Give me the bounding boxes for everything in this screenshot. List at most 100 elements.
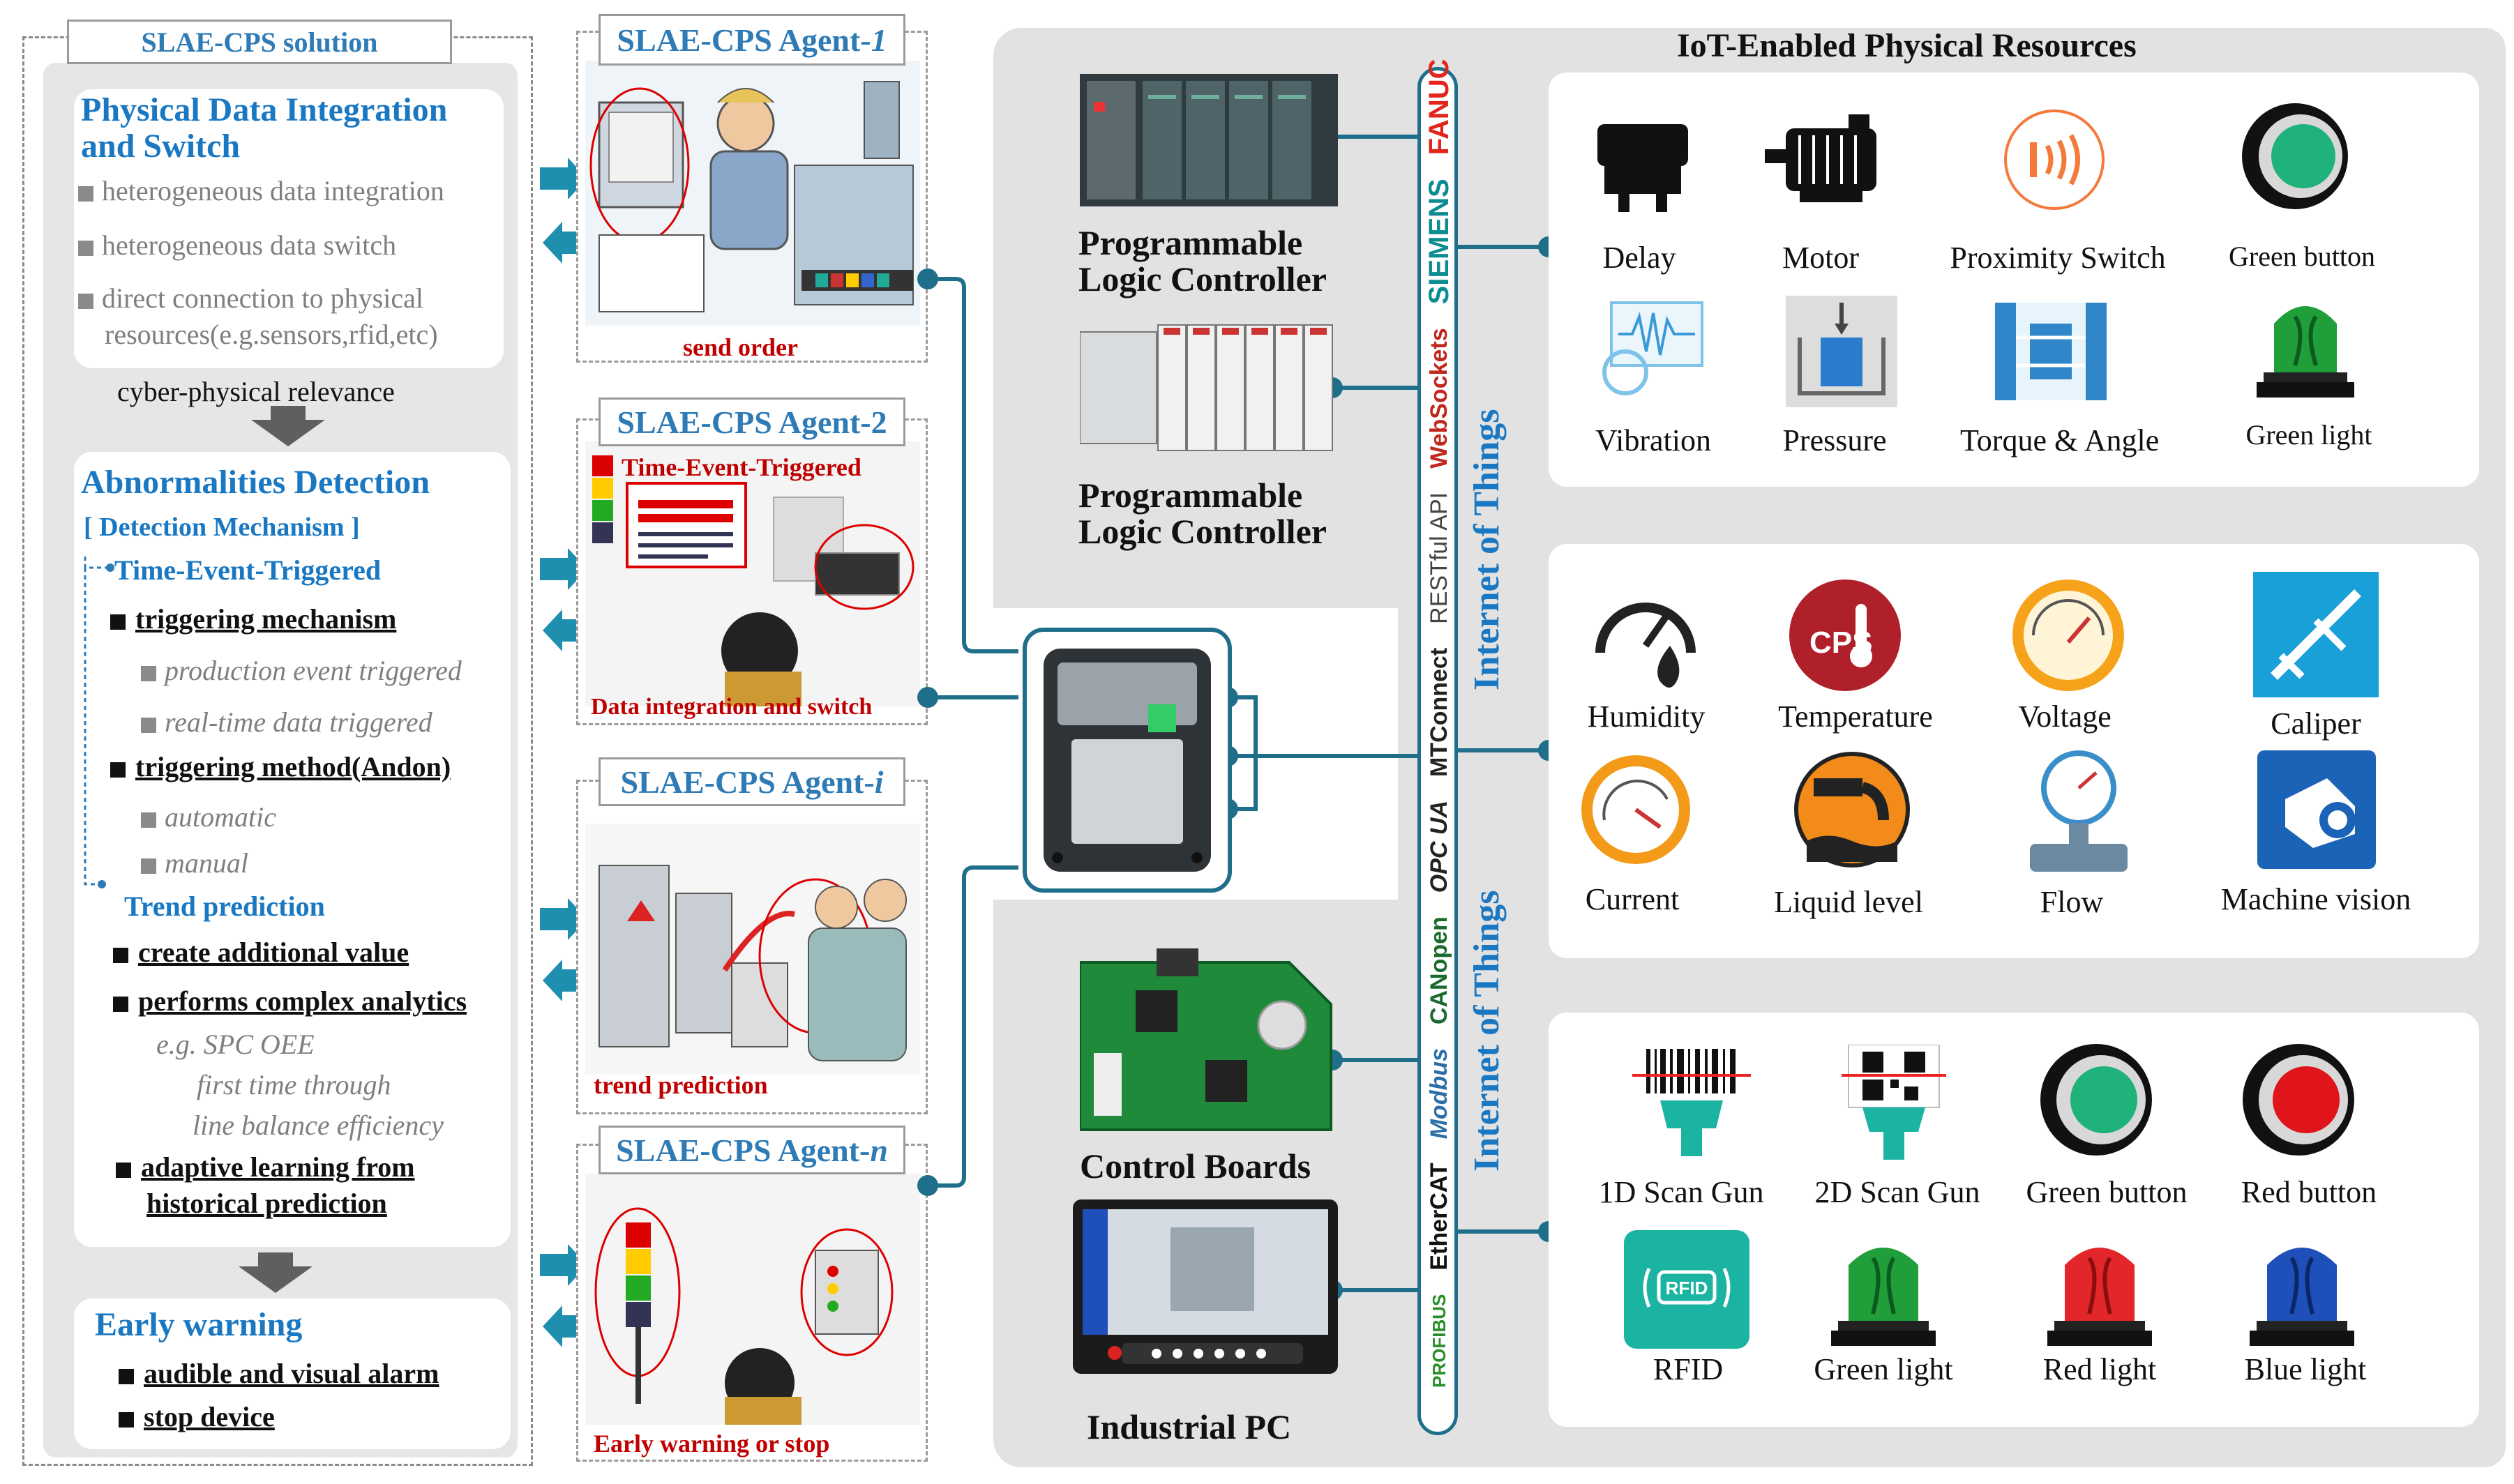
andon-illustration — [585, 441, 920, 706]
current-icon — [1581, 755, 1690, 864]
agent-2-caption: Data integration and switch — [591, 694, 873, 720]
motor-label: Motor — [1782, 241, 1859, 275]
voltage-icon — [2012, 580, 2124, 691]
blue-light-icon — [2250, 1248, 2354, 1346]
trend-label: Trend prediction — [124, 891, 325, 922]
green-light-icon — [1831, 1248, 1936, 1346]
down-arrow-icon — [239, 1252, 313, 1293]
protocol-list: PROFIBUS EtherCAT Modbus CANopen OPC UA … — [1423, 59, 1455, 1388]
caliper-label: Caliper — [2271, 706, 2361, 741]
eg-line-2: first time through — [197, 1069, 391, 1100]
mtconnect-logo: MTConnect — [1425, 647, 1452, 777]
delay-label: Delay — [1602, 241, 1676, 275]
pdi-item-3: direct connection to physical — [78, 282, 423, 315]
agent-2-top-text: Time-Event-Triggered — [622, 453, 861, 481]
green-light-label: Green light — [1814, 1352, 1953, 1386]
trig-method-item: triggering method(Andon) — [110, 750, 451, 783]
control-board-image — [1080, 948, 1332, 1131]
agent-2-panel: Time-Event-Triggered Data integration an… — [576, 418, 928, 725]
green-light-icon — [2257, 306, 2354, 397]
eg-line-3: line balance efficiency — [193, 1110, 444, 1141]
websockets-logo: WebSockets — [1425, 328, 1452, 469]
humidity-label: Humidity — [1587, 699, 1706, 734]
red-light-label: Red light — [2042, 1352, 2157, 1386]
industrial-pc-image — [1073, 1199, 1338, 1374]
tree-connector — [84, 556, 114, 888]
resource-card-1: Delay Motor Proximity Switch Green butto… — [1549, 73, 2479, 487]
tet-label: Time-Event-Triggered — [114, 554, 382, 586]
machine-vision-label: Machine vision — [2220, 882, 2411, 916]
vibration-label: Vibration — [1595, 423, 1711, 457]
canopen-logo: CANopen — [1425, 916, 1452, 1025]
analysis-illustration — [585, 824, 920, 1075]
flow-label: Flow — [2040, 885, 2104, 919]
pdi-item-3-cont: resources(e.g.sensors,rfid,etc) — [105, 319, 438, 350]
machine-vision-icon — [2257, 750, 2376, 869]
rfid-text: RFID — [1666, 1278, 1708, 1298]
green-light-label: Green light — [2245, 419, 2372, 450]
ad-heading: Abnormalities Detection — [81, 464, 430, 501]
automatic-item: automatic — [141, 801, 276, 833]
2d-scan-gun-label: 2D Scan Gun — [1814, 1175, 1980, 1209]
liquid-level-icon — [1794, 752, 1910, 868]
agent-n-title: SLAE-CPS Agent-n — [599, 1126, 905, 1174]
gateway-board-image — [1044, 649, 1211, 872]
resource-card-2: CPS Humidity Temperature Voltage Caliper — [1549, 544, 2479, 958]
voltage-label: Voltage — [2018, 699, 2112, 734]
temperature-label: Temperature — [1778, 699, 1933, 734]
plc-1-image — [1080, 74, 1338, 206]
temperature-icon: CPS — [1789, 580, 1901, 691]
right-arrow-icon — [540, 1244, 587, 1286]
caliper-icon — [2253, 572, 2379, 697]
red-light-icon — [2047, 1248, 2152, 1346]
delay-relay-icon — [1597, 124, 1688, 212]
agent-i-panel: trend prediction — [576, 780, 928, 1114]
green-button-icon — [2242, 103, 2348, 209]
relevance-label: cyber-physical relevance — [117, 376, 395, 407]
red-button-label: Red button — [2241, 1175, 2377, 1209]
flow-meter-icon — [2030, 750, 2128, 872]
operator-illustration — [585, 61, 920, 326]
manual-item: manual — [141, 847, 248, 879]
warning-illustration — [585, 1174, 920, 1425]
adaptive-item: adaptive learning from — [116, 1151, 415, 1183]
resource-card-3: 1D Scan Gun 2D Scan Gun Green button Red… — [1549, 1013, 2479, 1427]
pressure-icon — [1786, 296, 1897, 407]
current-label: Current — [1585, 882, 1680, 916]
agent-n-panel: Early warning or stop — [576, 1144, 928, 1462]
liquid-level-label: Liquid level — [1774, 885, 1923, 919]
agent-i-caption: trend prediction — [594, 1071, 768, 1099]
pdi-heading: Physical Data Integration and Switch — [81, 91, 448, 165]
2d-scan-gun-icon — [1842, 1045, 1946, 1160]
industrial-pc-label: Industrial PC — [1087, 1407, 1292, 1446]
green-button-icon — [2040, 1044, 2152, 1156]
control-boards-label: Control Boards — [1080, 1146, 1311, 1186]
fanuc-logo: FANUC — [1423, 59, 1454, 156]
cps-mark-text: CPS — [1809, 626, 1872, 660]
agent-1-title: SLAE-CPS Agent-1 — [599, 14, 905, 66]
restful-label: RESTful API — [1425, 492, 1452, 624]
ad-card: Abnormalities Detection [ Detection Mech… — [74, 452, 511, 1247]
ew-item-2: stop device — [119, 1400, 275, 1433]
1d-scan-gun-icon — [1632, 1045, 1751, 1156]
torque-angle-label: Torque & Angle — [1960, 423, 2160, 457]
red-button-icon — [2243, 1044, 2354, 1156]
plc-2-image — [1080, 324, 1333, 451]
1d-scan-gun-label: 1D Scan Gun — [1598, 1175, 1764, 1209]
down-arrow-icon — [251, 406, 325, 446]
solution-title: SLAE-CPS solution — [67, 20, 452, 64]
pdi-item-1: heterogeneous data integration — [78, 174, 444, 207]
green-button-label: Green button — [2026, 1175, 2188, 1209]
realtime-item: real-time data triggered — [141, 706, 432, 739]
eg-line-1: e.g. SPC OEE — [156, 1029, 315, 1060]
ew-heading: Early warning — [95, 1306, 303, 1343]
ew-item-1: audible and visual alarm — [119, 1357, 439, 1390]
trig-mech-item: triggering mechanism — [110, 603, 396, 635]
ethercat-logo: EtherCAT — [1425, 1163, 1452, 1271]
vibration-icon — [1602, 301, 1703, 395]
adaptive-item-cont: historical prediction — [146, 1188, 387, 1219]
ew-card: Early warning audible and visual alarm s… — [74, 1298, 511, 1449]
proximity-switch-label: Proximity Switch — [1950, 241, 2166, 275]
